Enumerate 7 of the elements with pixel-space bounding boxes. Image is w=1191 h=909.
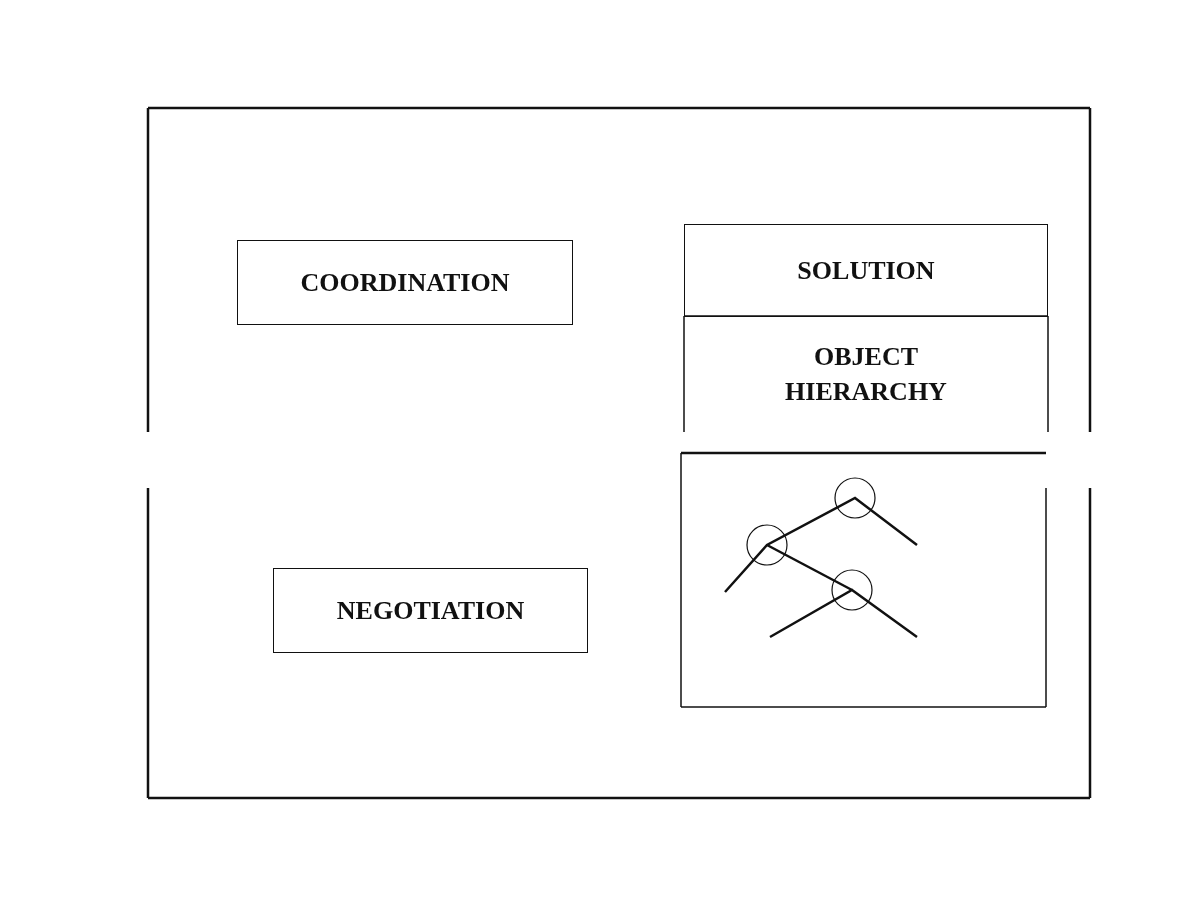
box-label: OBJECT HIERARCHY [784,340,948,408]
label-box [237,240,573,325]
label-box [684,224,1048,317]
box-label: NEGOTIATION [336,594,525,627]
box-label: COORDINATION [300,266,510,299]
box-label: SOLUTION [797,254,935,287]
label-box [273,568,588,653]
